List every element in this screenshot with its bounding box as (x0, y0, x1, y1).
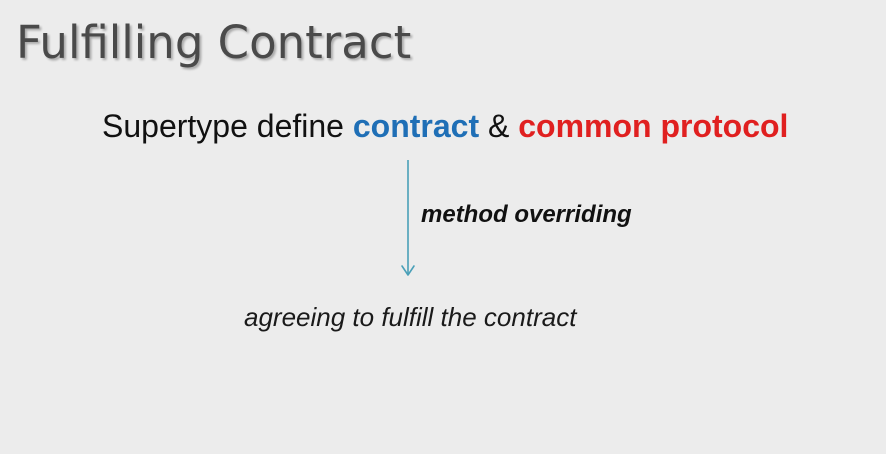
supertype-statement: Supertype define contract & common proto… (102, 104, 788, 148)
result-statement: agreeing to fulfill the contract (244, 302, 577, 332)
statement-connector: & (479, 108, 519, 144)
statement-prefix: Supertype define (102, 108, 353, 144)
slide-title: Fulfilling Contract (16, 16, 412, 69)
down-arrow-icon (401, 160, 415, 276)
common-protocol-keyword: common protocol (518, 108, 789, 144)
method-overriding-label: method overriding (421, 201, 632, 228)
contract-keyword: contract (352, 108, 480, 144)
